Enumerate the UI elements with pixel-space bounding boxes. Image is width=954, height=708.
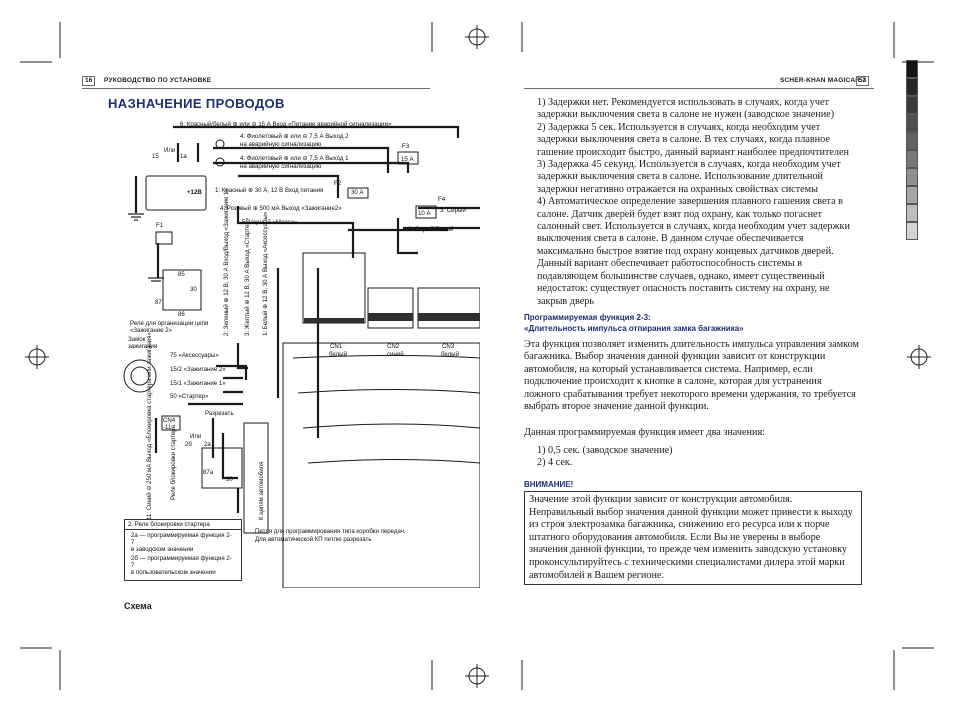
fuse-f3: F3 (402, 143, 410, 150)
battery-label: +12В (187, 189, 202, 196)
function-values-intro: Данная программируемая функция имеет два… (524, 427, 765, 438)
right-header-rule (524, 88, 874, 89)
legend-2a-sub: в заводском значении (131, 546, 194, 553)
starter-relay-87a: 87а (203, 469, 214, 476)
warning-title: ВНИМАНИЕ! (524, 480, 574, 489)
value-item: 2) 4 сек. (537, 457, 573, 469)
relay-pin-30: 30 (190, 286, 197, 293)
starter-relay-2b: 2б (185, 441, 192, 448)
grayscale-bar (906, 60, 918, 240)
vertical-wire-green: 2: Зеленый ⊕ 12 В, 30 А Вход/Выход «Зажи… (223, 188, 230, 336)
wire-label-1: 1: Красный ⊕ 30 А, 12 В Вход питания (215, 187, 324, 194)
fuse-f2: F2 (334, 180, 342, 187)
legend-title: 2. Реле блокировки стартера (125, 520, 241, 530)
starter-relay-legend: 2. Реле блокировки стартера 2а — програм… (124, 519, 242, 581)
vertical-wire-white: 1: Белый ⊕ 12 В, 30 А Выход «Аксессуары» (262, 211, 269, 336)
delay-item: 2) Задержка 5 сек. Используется в случая… (537, 121, 849, 158)
gray-swatch (906, 222, 918, 240)
gray-swatch (906, 150, 918, 168)
wire-label-black: 5: Черный «Масса» (242, 219, 298, 226)
delay-options: 1) Задержки нет. Рекомендуется использов… (537, 97, 859, 308)
connector-cn1-color: белый (329, 351, 347, 358)
fuse-f4-value: 10 А (418, 210, 431, 217)
connector-cn2: CN2 (387, 343, 400, 350)
fuse-f4: F4 (438, 196, 446, 203)
ignition-lock-caption: Замок зажигания (128, 336, 158, 350)
left-header-rule (82, 88, 430, 89)
gray-swatch (906, 78, 918, 96)
lock-pin-50: 50 «Стартер» (170, 393, 209, 400)
lock-pin-75: 75 «Аксессуары» (170, 352, 219, 359)
delay-item: 1) Задержки нет. Рекомендуется использов… (537, 97, 835, 121)
gray-swatch (906, 60, 918, 78)
connector-cn3-color: белый (441, 351, 459, 358)
gray-swatch (906, 96, 918, 114)
registration-target-bottom (465, 664, 489, 688)
fuse-f1: F1 (156, 222, 164, 229)
gray-swatch (906, 114, 918, 132)
left-page-header: РУКОВОДСТВО ПО УСТАНОВКЕ (104, 77, 212, 84)
wire-label-pink: 4: Розовый ⊕ 500 мА Выход «Зажигание2» (220, 205, 342, 212)
relay-pin-87: 87 (155, 299, 162, 306)
right-page-header: SCHER-KHAN MAGICAR 7 (780, 77, 866, 84)
gray-swatch (906, 132, 918, 150)
function-description: Эта функция позволяет изменить длительно… (524, 339, 859, 413)
vertical-wire-yellow: 3: Желтый ⊕ 12 В, 30 А Выход «Стартер» (244, 217, 251, 336)
delay-item: 3) Задержка 45 секунд. Используется в сл… (537, 159, 841, 195)
or-label: Или (164, 147, 176, 154)
relay-caption: Реле для организации цепи «Зажигание 2» (130, 320, 209, 334)
wiring-diagram (123, 125, 480, 588)
to-car-circuits-label: К цепям автомобиля (258, 461, 265, 520)
legend-2b: 2б — программируемая функция 2-7 (131, 555, 232, 569)
lock-pin-15-1: 15/1 «Зажигание 1» (170, 380, 226, 387)
starter-relay-caption: Реле блокировки стартера (170, 424, 177, 500)
relay-pin-85: 85 (178, 271, 185, 278)
function-heading-1: Программируемая функция 2-3: (524, 313, 651, 322)
delay-item: 4) Автоматическое определение завершения… (537, 196, 850, 307)
starter-relay-30: 30 (226, 476, 233, 483)
value-item: 1) 0,5 сек. (заводское значение) (537, 445, 673, 456)
warning-box: Значение этой функции зависит от констру… (524, 491, 862, 586)
left-page-number: 16 (82, 76, 96, 86)
terminal-1a: 1а (180, 153, 187, 160)
connector-cn4: CN4 -11- (163, 417, 176, 431)
gray-swatch (906, 204, 918, 222)
page-title: НАЗНАЧЕНИЕ ПРОВОДОВ (108, 96, 285, 111)
or-label-2: Или (190, 433, 202, 440)
legend-2a: 2а — программируемая функция 2-7 (131, 532, 232, 546)
wire-label-4b: 4: Фиолетовый ⊕ или ⊖ 7,5 А Выход 1 (240, 155, 349, 162)
connector-cn1: CN1 (330, 343, 343, 350)
wire-label-4b-sub: на аварийную сигнализацию (240, 163, 322, 170)
gearbox-loop-note-2: Для автоматической КП петлю разрезать (255, 536, 372, 543)
legend-2b-sub: в пользовательском значении (131, 569, 216, 576)
registration-target-right (907, 345, 931, 369)
wire-label-6: 6: Красный/белый ⊕ или ⊖ 15 А Вход «Пита… (180, 121, 392, 128)
gray-swatch (906, 168, 918, 186)
figure-caption: Схема (124, 601, 152, 611)
registration-target-left (25, 345, 49, 369)
wire-label-4a-sub: на аварийную сигнализацию (240, 141, 322, 148)
lock-pin-15-2: 15/2 «Зажигание 2» (170, 366, 226, 373)
wire-label-gray-white: 2: Серый/белый (408, 226, 454, 233)
relay-pin-86: 86 (178, 311, 185, 318)
fuse-f2-value: 30 А (351, 189, 364, 196)
wire-label-4a: 4: Фиолетовый ⊕ или ⊖ 7,5 А Выход 2 (240, 133, 349, 140)
function-values: 1) 0,5 сек. (заводское значение) 2) 4 се… (537, 445, 672, 470)
terminal-15: 15 (152, 153, 159, 160)
wire-label-gray: 3: Серый (440, 207, 466, 214)
registration-target-top (465, 25, 489, 49)
right-page-number: 53 (856, 76, 870, 86)
gearbox-loop-note-1: Петля для программирования типа коробки … (255, 528, 406, 535)
function-heading-2: «Длительность импульса отпирания замка б… (524, 324, 744, 333)
starter-relay-2a: 2а (204, 441, 211, 448)
gray-swatch (906, 186, 918, 204)
fuse-f3-value: 15 А (401, 156, 414, 163)
connector-cn3: CN3 (442, 343, 455, 350)
cut-label: Разрезать (205, 410, 234, 417)
wire-11-label: 11: Синий ⊖ 250 мА Выход «Блокировка ста… (146, 332, 153, 520)
connector-cn2-color: синий (387, 351, 404, 358)
